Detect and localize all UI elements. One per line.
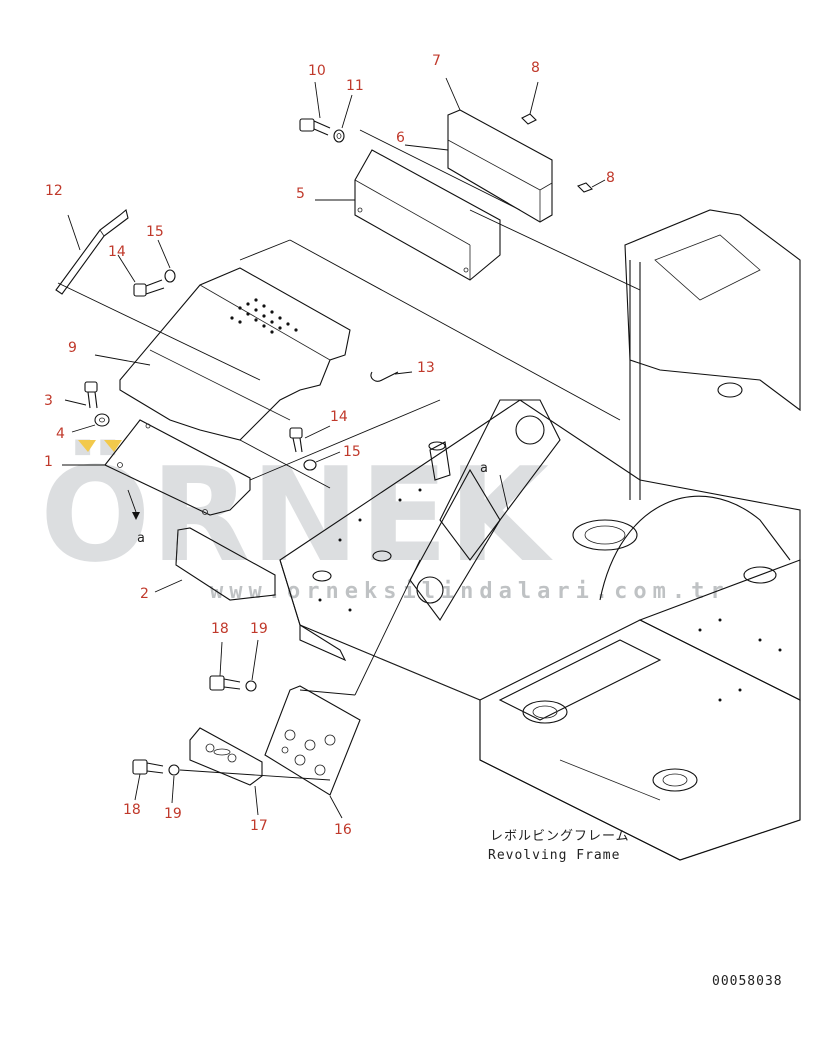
callout-2: 2 <box>140 586 149 602</box>
callout-15-mid: 15 <box>343 444 361 460</box>
part-8-nut-top <box>521 113 537 125</box>
part-5-plate <box>354 149 501 281</box>
callout-19-upper: 19 <box>250 621 268 637</box>
callout-3: 3 <box>44 393 53 409</box>
callout-7: 7 <box>432 53 441 69</box>
callout-13: 13 <box>417 360 435 376</box>
watermark-logo: ÖRNEK <box>40 439 553 591</box>
watermark-accent-right <box>104 440 122 452</box>
callout-leaders <box>62 77 606 819</box>
callout-8-top: 8 <box>531 60 540 76</box>
part-18-bolt-lower <box>132 759 164 775</box>
frame-label-en: Revolving Frame <box>488 848 620 863</box>
callout-17: 17 <box>250 818 268 834</box>
callout-6: 6 <box>396 130 405 146</box>
part-6-7-cover <box>447 109 553 223</box>
callout-14-mid: 14 <box>330 409 348 425</box>
marker-a-left: a <box>137 531 146 546</box>
callout-12: 12 <box>45 183 63 199</box>
part-3-bolt <box>84 381 98 409</box>
callout-10: 11 <box>346 78 364 94</box>
vent-holes <box>230 298 298 334</box>
part-8-nut-bottom <box>577 182 593 193</box>
callout-18-lower: 18 <box>123 802 141 818</box>
part-19-washer-lower <box>168 764 180 776</box>
part-13-clip <box>370 371 399 382</box>
marker-a-right: a <box>480 461 489 476</box>
view-markers: a a <box>137 461 489 546</box>
callout-8-right: 8 <box>606 170 615 186</box>
callout-18-upper: 18 <box>211 621 229 637</box>
callout-19-lower: 19 <box>164 806 182 822</box>
part-1-plate <box>104 419 251 516</box>
part-17-plate <box>189 727 263 786</box>
drawing-number: 00058038 <box>712 974 783 989</box>
watermark-accent-left <box>78 440 96 452</box>
part-12-rod <box>55 209 129 295</box>
part-9-bolt <box>299 118 331 136</box>
callout-9: 10 <box>308 63 326 79</box>
callout-11: 9 <box>68 340 77 356</box>
part-15-washer-mid <box>303 459 317 471</box>
part-19-washer-upper <box>245 680 257 692</box>
part-4-washer <box>94 413 110 427</box>
callout-1: 1 <box>44 454 53 470</box>
part-10-washer <box>333 129 345 143</box>
callout-14-top: 14 <box>108 244 126 260</box>
callout-16: 16 <box>334 822 352 838</box>
frame-label-jp: レボルビングフレーム <box>490 829 630 844</box>
part-15-washer-top <box>164 269 176 283</box>
callout-numbers: 10 11 7 8 8 6 5 12 14 15 9 13 3 4 1 14 1… <box>44 53 615 838</box>
part-16-plate <box>264 685 361 796</box>
part-14-bolt-mid <box>289 427 303 453</box>
leader-lines <box>57 129 641 781</box>
revolving-frame <box>279 209 801 861</box>
callout-5: 5 <box>296 186 305 202</box>
callout-15-top: 15 <box>146 224 164 240</box>
part-2-pad <box>175 527 276 601</box>
watermark-url: www.orneksilindalari.com.tr <box>210 579 730 604</box>
part-18-bolt-upper <box>209 675 241 691</box>
part-14-bolt-top <box>133 279 165 297</box>
watermark: ÖRNEK www.orneksilindalari.com.tr <box>40 439 730 604</box>
callout-4: 4 <box>56 426 65 442</box>
part-11-cover <box>119 267 351 441</box>
